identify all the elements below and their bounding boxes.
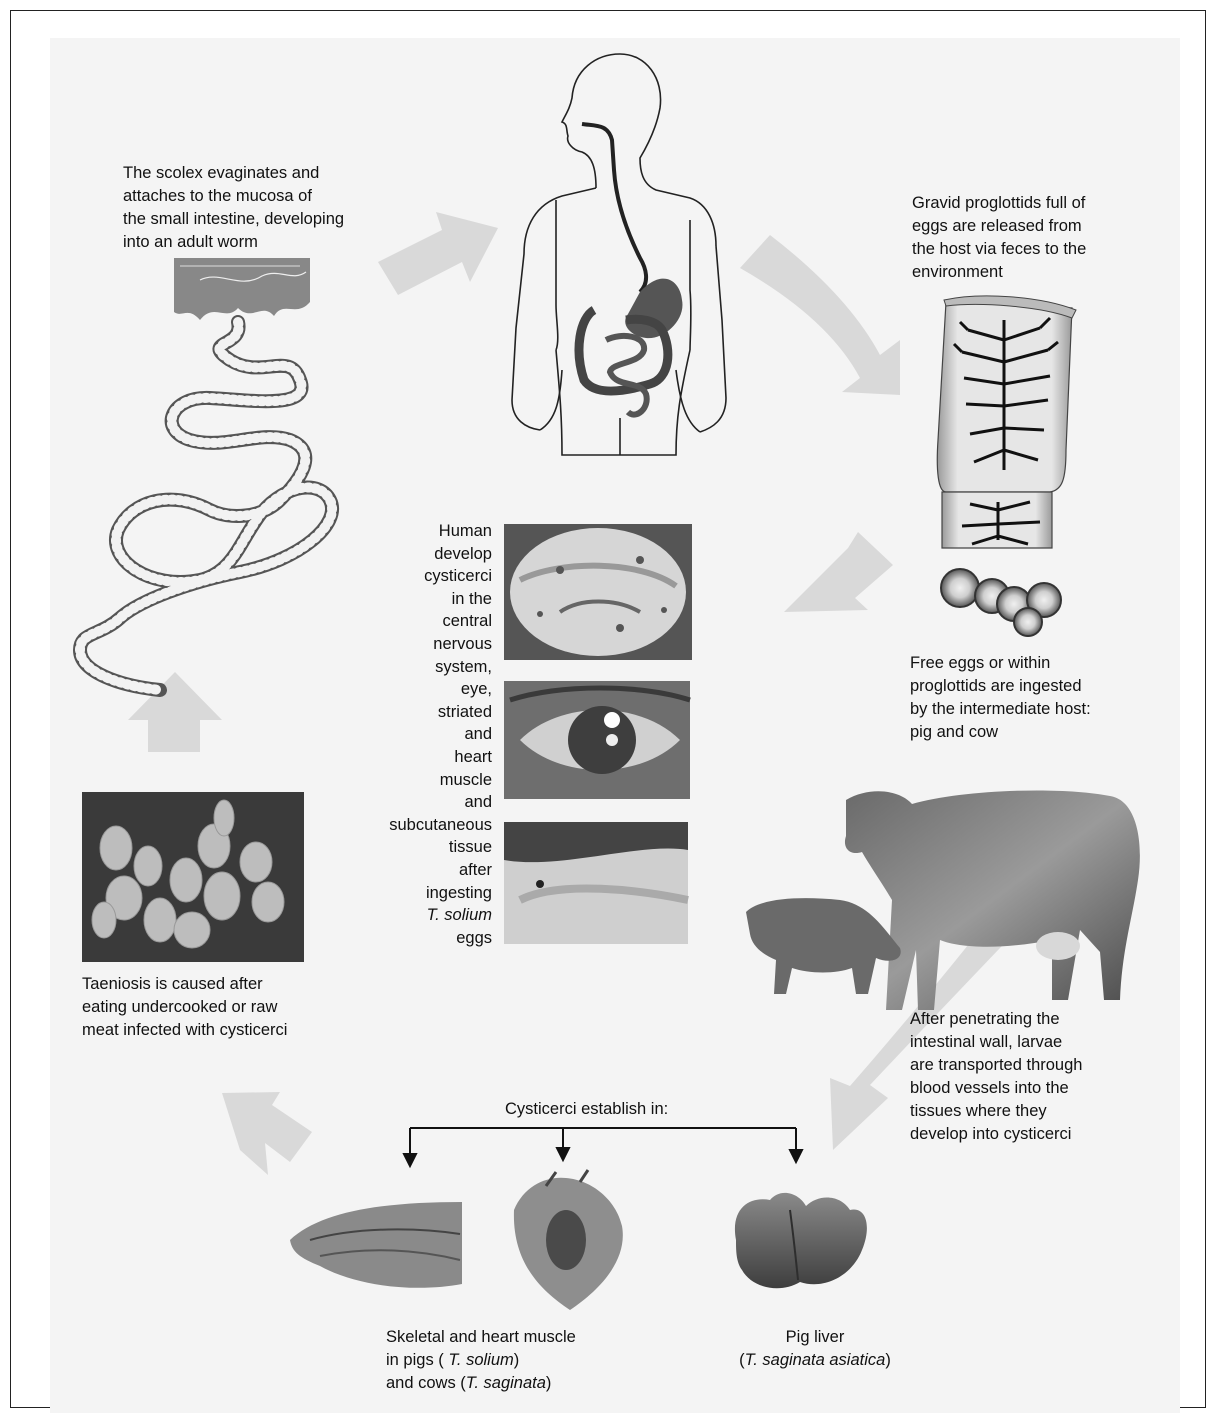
establish-label: Cysticerci establish in: [505,1098,668,1121]
skin-photo [504,822,688,944]
human-line-15: tissue [362,836,492,859]
eye-photo [504,681,690,799]
penetrate-line-3: are transported through [910,1054,1082,1077]
human-caption: Human develop cysticerci in the central … [362,520,492,949]
tapeworm-icon [80,322,332,690]
liver-caption: Pig liver (T. saginata asiatica) [720,1326,910,1372]
proglottid-icon [937,296,1076,548]
muscle-line-1: Skeletal and heart muscle [386,1326,576,1349]
muscle-line-2-italic: T. solium [448,1351,513,1369]
human-line-3: cysticerci [362,565,492,588]
human-line-2: develop [362,543,492,566]
human-line-9: striated [362,701,492,724]
muscle-line-3: and cows (T. saginata) [386,1372,576,1395]
free-eggs-caption: Free eggs or within proglottids are inge… [910,652,1091,744]
penetrating-caption: After penetrating the intestinal wall, l… [910,1008,1082,1146]
human-line-1: Human [362,520,492,543]
free-line-4: pig and cow [910,721,1091,744]
taeniosis-line-3: meat infected with cysticerci [82,1019,287,1042]
penetrate-line-4: blood vessels into the [910,1077,1082,1100]
human-line-10: and [362,723,492,746]
penetrate-line-2: intestinal wall, larvae [910,1031,1082,1054]
cycle-arrow-bottom-left [222,1092,312,1175]
muscle-line-2a: in pigs ( [386,1351,448,1369]
cycle-arrow-top-right [740,235,900,395]
cysticerci-photo [82,792,304,962]
cow-icon [845,790,1140,1010]
muscle-caption: Skeletal and heart muscle in pigs ( T. s… [386,1326,576,1395]
human-line-16: after [362,859,492,882]
t-solium-italic: T. solium [427,906,492,924]
penetrate-line-1: After penetrating the [910,1008,1082,1031]
human-line-6: nervous [362,633,492,656]
muscle-line-2: in pigs ( T. solium) [386,1349,576,1372]
scolex-line-3: the small intestine, developing [123,208,344,231]
gravid-line-2: eggs are released from [912,215,1086,238]
penetrate-line-5: tissues where they [910,1100,1082,1123]
scolex-caption: The scolex evaginates and attaches to th… [123,162,344,254]
liver-line-1: Pig liver [720,1326,910,1349]
human-line-19: eggs [362,927,492,950]
scolex-line-2: attaches to the mucosa of [123,185,344,208]
free-line-3: by the intermediate host: [910,698,1091,721]
brain-mri-photo [504,524,692,660]
free-line-1: Free eggs or within [910,652,1091,675]
liver-line-2c: ) [885,1351,891,1369]
taeniosis-line-1: Taeniosis is caused after [82,973,287,996]
human-line-14: subcutaneous [362,814,492,837]
liver-line-2-italic: T. saginata asiatica [745,1351,886,1369]
taeniosis-caption: Taeniosis is caused after eating underco… [82,973,287,1042]
gravid-line-3: the host via feces to the [912,238,1086,261]
liver-line-2: (T. saginata asiatica) [720,1349,910,1372]
cycle-arrow-middle-right [784,532,893,612]
human-line-8: eye, [362,678,492,701]
scolex-line-1: The scolex evaginates and [123,162,344,185]
human-line-4: in the [362,588,492,611]
gravid-line-1: Gravid proglottids full of [912,192,1086,215]
human-line-13: and [362,791,492,814]
free-line-2: proglottids are ingested [910,675,1091,698]
human-line-5: central [362,610,492,633]
muscle-line-3a: and cows ( [386,1374,466,1392]
muscle-line-3-italic: T. saginata [466,1374,546,1392]
muscle-line-3c: ) [546,1374,552,1392]
scolex-line-4: into an adult worm [123,231,344,254]
pig-icon [746,898,901,994]
human-line-7: system, [362,656,492,679]
gravid-caption: Gravid proglottids full of eggs are rele… [912,192,1086,284]
eggs-icon [941,569,1061,636]
muscle-meat-icon [290,1202,462,1288]
muscle-line-2c: ) [514,1351,520,1369]
gravid-line-4: environment [912,261,1086,284]
taeniosis-line-2: eating undercooked or raw [82,996,287,1019]
pig-liver-icon [735,1193,867,1288]
human-line-12: muscle [362,769,492,792]
human-line-11: heart [362,746,492,769]
human-line-17: ingesting [362,882,492,905]
heart-icon [514,1170,623,1310]
cycle-arrow-top-left [378,212,498,295]
human-line-18: T. solium [362,904,492,927]
establish-bracket [404,1128,802,1166]
intestine-mucosa-icon [174,258,310,320]
penetrate-line-6: develop into cysticerci [910,1123,1082,1146]
